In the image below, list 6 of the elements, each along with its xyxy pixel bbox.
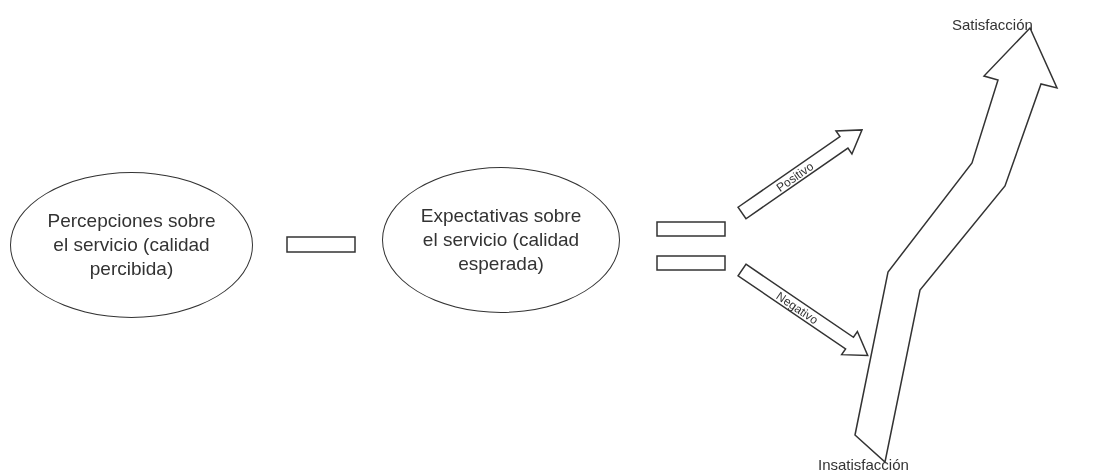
block-arrow — [736, 129, 864, 220]
block-arrow — [737, 263, 869, 357]
scale-label: Satisfacción — [952, 16, 1033, 33]
ellipse-label: Percepciones sobre el servicio (calidad percibida) — [46, 209, 217, 281]
ellipse-label: Expectativas sobre el servicio (calidad esperada) — [419, 204, 583, 276]
scale-label: Insatisfacción — [818, 456, 909, 473]
